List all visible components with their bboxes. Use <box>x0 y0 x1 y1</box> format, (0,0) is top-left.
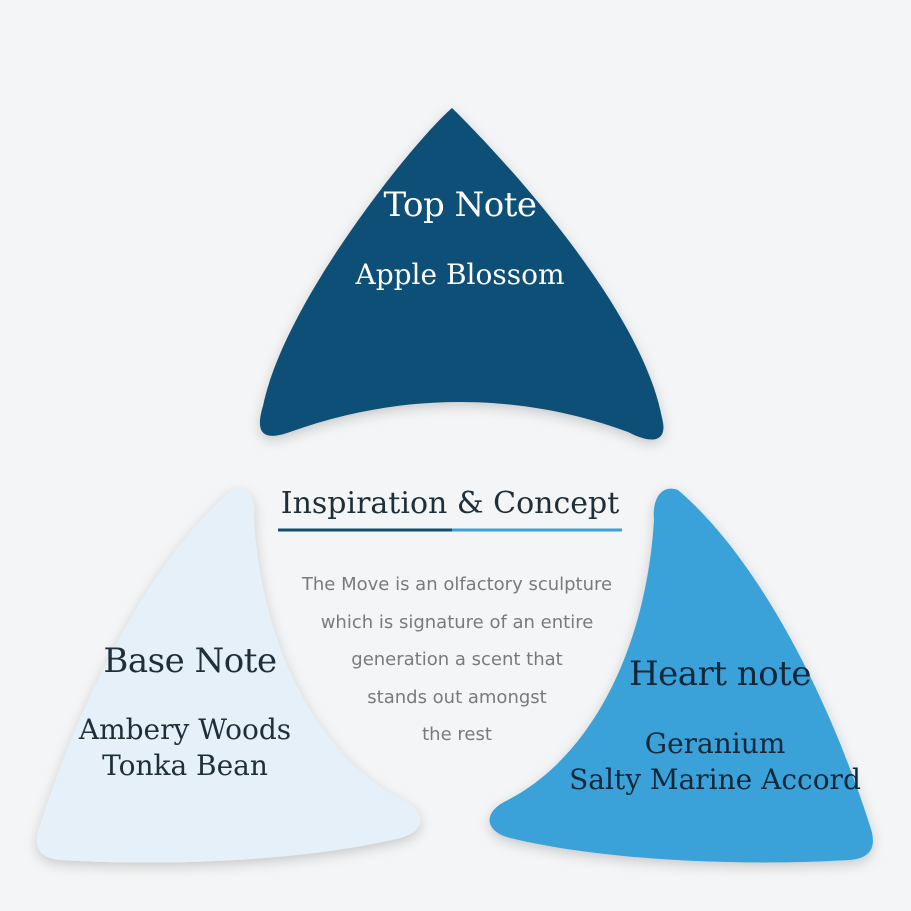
top-note-title: Top Note <box>383 185 537 225</box>
heart-note-ingredient: Geranium <box>644 727 786 760</box>
base-note-ingredient: Tonka Bean <box>102 749 268 782</box>
concept-line: the rest <box>422 724 492 745</box>
heart-note-ingredient: Salty Marine Accord <box>569 763 861 796</box>
concept-title: Inspiration & Concept <box>280 486 620 521</box>
heart-note-petal <box>489 488 873 863</box>
concept-line: generation a scent that <box>351 649 563 670</box>
base-note-ingredients: Ambery Woods Tonka Bean <box>50 712 320 784</box>
base-note-petal <box>37 488 421 863</box>
base-note-ingredient: Ambery Woods <box>78 713 292 746</box>
top-note-ingredient: Apple Blossom <box>355 258 565 291</box>
concept-line: stands out amongst <box>367 686 547 708</box>
top-note-petal <box>259 108 664 440</box>
base-note-title: Base Note <box>103 641 277 681</box>
concept-description: The Move is an olfactory sculpture which… <box>272 566 642 754</box>
heart-note-title: Heart note <box>629 654 811 694</box>
heart-note-ingredients: Geranium Salty Marine Accord <box>550 726 880 798</box>
concept-line: The Move is an olfactory sculpture <box>301 574 613 595</box>
concept-line: which is signature of an entire <box>320 611 594 633</box>
